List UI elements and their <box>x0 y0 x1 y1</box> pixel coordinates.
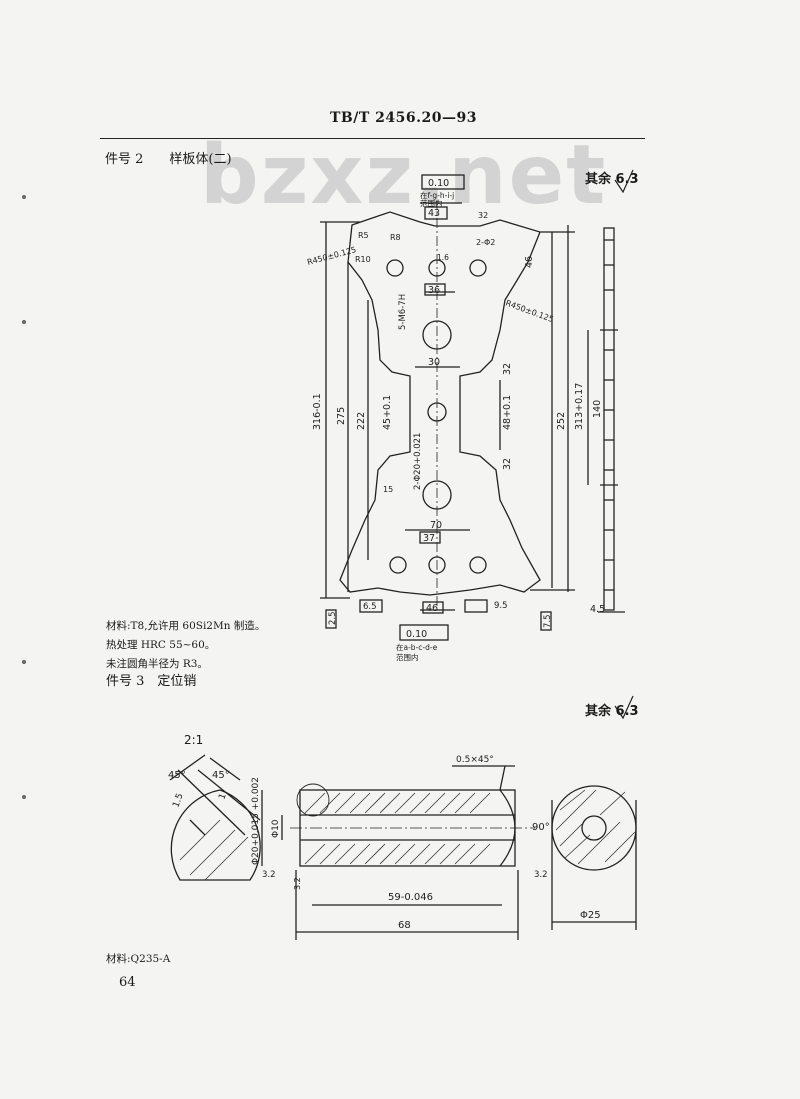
detail-view-outline <box>170 789 261 881</box>
roughness-3-2-a: 3.2 <box>262 870 276 880</box>
hole-bottom-right <box>469 556 487 574</box>
dim-43: 43 <box>428 208 440 219</box>
dim-37: 37 <box>423 533 435 544</box>
angle-90: 90° <box>532 822 550 833</box>
standard-code: TB/T 2456.20—93 <box>330 110 477 126</box>
roughness-1-6: 1.6 <box>437 253 449 262</box>
dim-4-5: 4.5 <box>590 604 605 615</box>
radius-r5: R5 <box>358 231 369 240</box>
chamfer-note: 0.5×45° <box>456 755 494 765</box>
flatness-top-range: 范围内 <box>420 198 443 208</box>
dim-9-5: 9.5 <box>494 601 508 611</box>
dim-68: 68 <box>398 920 411 931</box>
hole-top-left <box>386 259 404 277</box>
hole-bottom-left <box>389 556 407 574</box>
part2-title: 件号 2 样板体(二) <box>105 152 232 167</box>
margin-mark <box>22 660 26 664</box>
watermark-text: bzxz.net <box>200 128 608 223</box>
flatness-bottom-value: 0.10 <box>406 629 427 640</box>
radius-r10: R10 <box>355 255 371 264</box>
dim-1-5: 1.5 <box>171 792 185 809</box>
note-heat-treatment: 热处理 HRC 55~60。 <box>106 639 216 651</box>
holes-top-callout: 5-M6-7H <box>398 294 408 330</box>
flatness-top-ref: 在f-g-h-i-j <box>420 190 454 200</box>
dim-46-right: 46 <box>524 256 535 268</box>
flatness-top-value: 0.10 <box>428 178 449 189</box>
header-rule <box>100 138 645 139</box>
angle-45-right: 45° <box>212 770 230 781</box>
note-fillet-radius: 未注圆角半径为 R3。 <box>106 658 208 670</box>
roughness-symbol <box>614 695 634 720</box>
dim-6-5: 6.5 <box>363 602 377 612</box>
end-view-bore <box>581 815 607 841</box>
dim-275: 275 <box>336 407 347 425</box>
radius-450-right: R450±0.125 <box>504 298 554 324</box>
dim-222: 222 <box>356 412 367 430</box>
margin-mark <box>22 195 26 199</box>
dim-46: 46 <box>426 603 438 614</box>
dim-32-upper: 32 <box>502 363 513 375</box>
roughness-3-2-c: 3.2 <box>293 877 302 890</box>
note-material: 材料:T8,允许用 60Si2Mn 制造。 <box>106 620 266 632</box>
dim-140: 140 <box>592 400 603 418</box>
dim-70: 70 <box>430 520 442 531</box>
dim-59: 59-0.046 <box>388 892 433 903</box>
dim-316: 316-0.1 <box>312 393 323 430</box>
pin-holes: 2-Φ2 <box>476 238 495 247</box>
hole-top-right <box>469 259 487 277</box>
holes-mid-callout: 2-Φ20+0.021 <box>413 433 423 490</box>
margin-mark <box>22 320 26 324</box>
dim-252: 252 <box>556 412 567 430</box>
part3-drawing <box>169 754 637 940</box>
dim-2-5: 2.5 <box>328 611 338 625</box>
dim-30: 30 <box>428 357 440 368</box>
margin-mark <box>22 795 26 799</box>
dim-7-5: 7.5 <box>543 614 553 628</box>
roughness-3-2-b: 3.2 <box>534 870 548 880</box>
flatness-bottom-range: 范围内 <box>396 652 419 662</box>
dim-d25: Φ25 <box>580 910 601 921</box>
side-view <box>587 227 625 613</box>
radius-r8: R8 <box>390 233 401 242</box>
dim-32-lower: 32 <box>502 458 513 470</box>
dim-36: 36 <box>428 285 440 296</box>
template-plate-outline <box>339 211 541 596</box>
dim-15: 15 <box>383 485 393 494</box>
dim-45: 45+0.1 <box>382 395 393 430</box>
dim-d20: Φ20+0.015 +0.002 <box>251 777 261 865</box>
dim-48: 48+0.1 <box>502 395 513 430</box>
part3-title: 件号 3 定位销 <box>106 674 197 689</box>
part3-roughness-note: 其余 6.3 <box>585 704 639 719</box>
roughness-symbol <box>614 169 634 194</box>
dim-1: 1 <box>217 792 228 801</box>
dim-d10: Φ10 <box>271 819 281 838</box>
page-number: 64 <box>119 975 136 990</box>
end-view-outer <box>551 785 637 871</box>
dim-313: 313+0.17 <box>574 383 585 430</box>
part3-material: 材料:Q235-A <box>106 953 171 965</box>
part2-notes: 材料:T8,允许用 60Si2Mn 制造。 热处理 HRC 55~60。 未注圆… <box>106 617 265 674</box>
part3-scale: 2:1 <box>184 733 204 747</box>
flatness-bottom-ref: 在a-b-c-d-e <box>396 642 438 652</box>
angle-45-left: 45° <box>168 770 186 781</box>
roughness-3-2: 32 <box>478 211 488 220</box>
part2-roughness-note: 其余 6.3 <box>585 172 639 187</box>
